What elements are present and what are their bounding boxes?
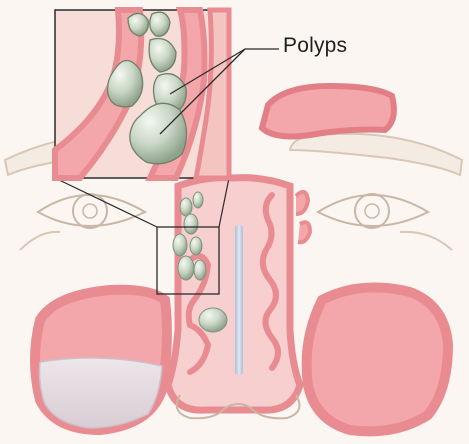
- magnified-inset: [55, 10, 229, 178]
- right-eye: [318, 194, 428, 228]
- nasal-septum: [235, 225, 243, 375]
- frontal-sinus: [262, 86, 394, 136]
- right-maxillary-sinus: [307, 288, 448, 432]
- polyps-label: Polyps: [283, 34, 347, 58]
- right-ethmoid-cells: [296, 192, 310, 242]
- right-eyebrow-outline: [290, 134, 462, 175]
- left-eye: [38, 194, 145, 228]
